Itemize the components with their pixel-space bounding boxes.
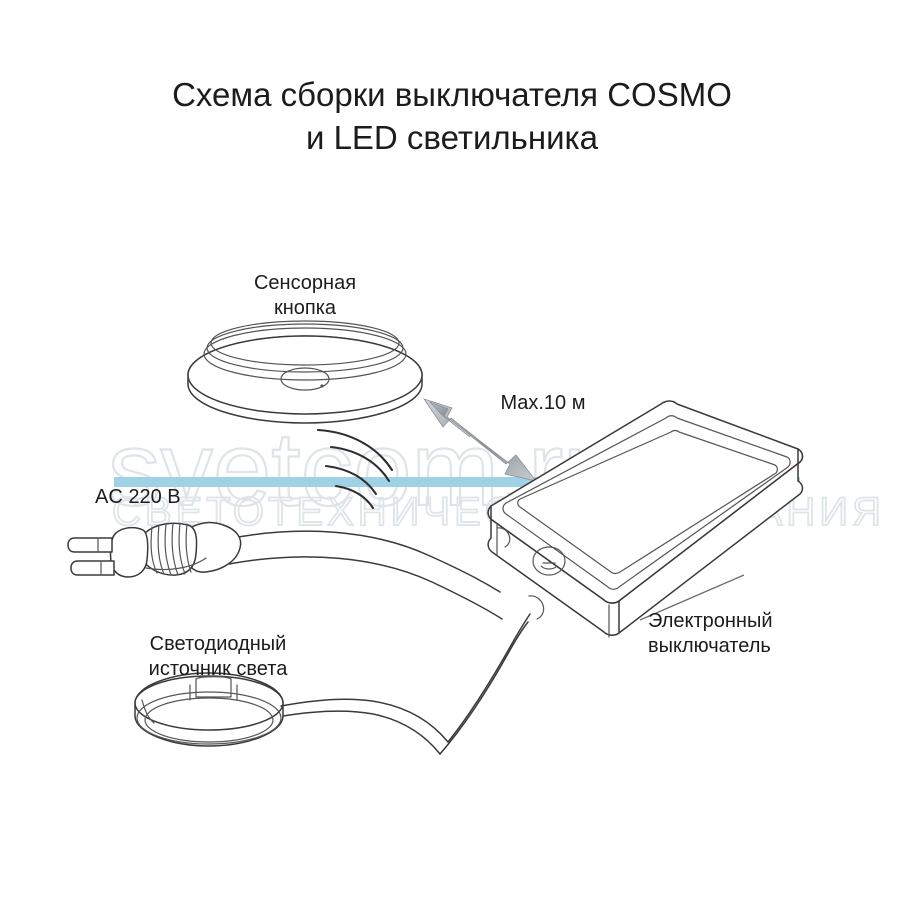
led-to-switch-cable (439, 613, 531, 755)
plug-pin-bottom (70, 560, 115, 576)
power-cable (221, 530, 503, 620)
electronic-switch-graphic (487, 400, 804, 638)
switch-end-face (487, 505, 620, 636)
switch-screw (532, 546, 566, 576)
sensor-touch-spot (280, 367, 330, 391)
title-line-2: и LED светильника (306, 119, 599, 156)
sensor-top-face (187, 335, 423, 415)
switch-label-line-1: Электронный (648, 610, 773, 632)
electronic-switch-label: Электронный выключатель (648, 610, 773, 657)
plug-pin-top (67, 537, 113, 553)
switch-leader-line (639, 574, 745, 621)
mains-voltage-label: AC 220 В (95, 486, 181, 508)
power-plug-graphic (67, 521, 242, 578)
led-label-line-2: источник света (149, 658, 289, 680)
sensor-label-line-2: кнопка (274, 297, 337, 319)
distance-label: Max.10 м (501, 392, 586, 414)
led-label-line-1: Светодиодный (150, 633, 287, 655)
led-light-source-graphic (134, 672, 449, 755)
title-line-1: Схема сборки выключателя COSMO (172, 76, 732, 113)
sensor-label-line-1: Сенсорная (254, 272, 356, 294)
sensor-button-label: Сенсорная кнопка (254, 272, 356, 319)
page-title: Схема сборки выключателя COSMO и LED све… (172, 76, 732, 156)
sensor-button-graphic (187, 320, 423, 424)
sensor-signal-waves (316, 428, 394, 510)
led-top-face (134, 675, 284, 731)
switch-label-line-2: выключатель (648, 635, 771, 657)
led-light-source-label: Светодиодный источник света (149, 633, 289, 680)
